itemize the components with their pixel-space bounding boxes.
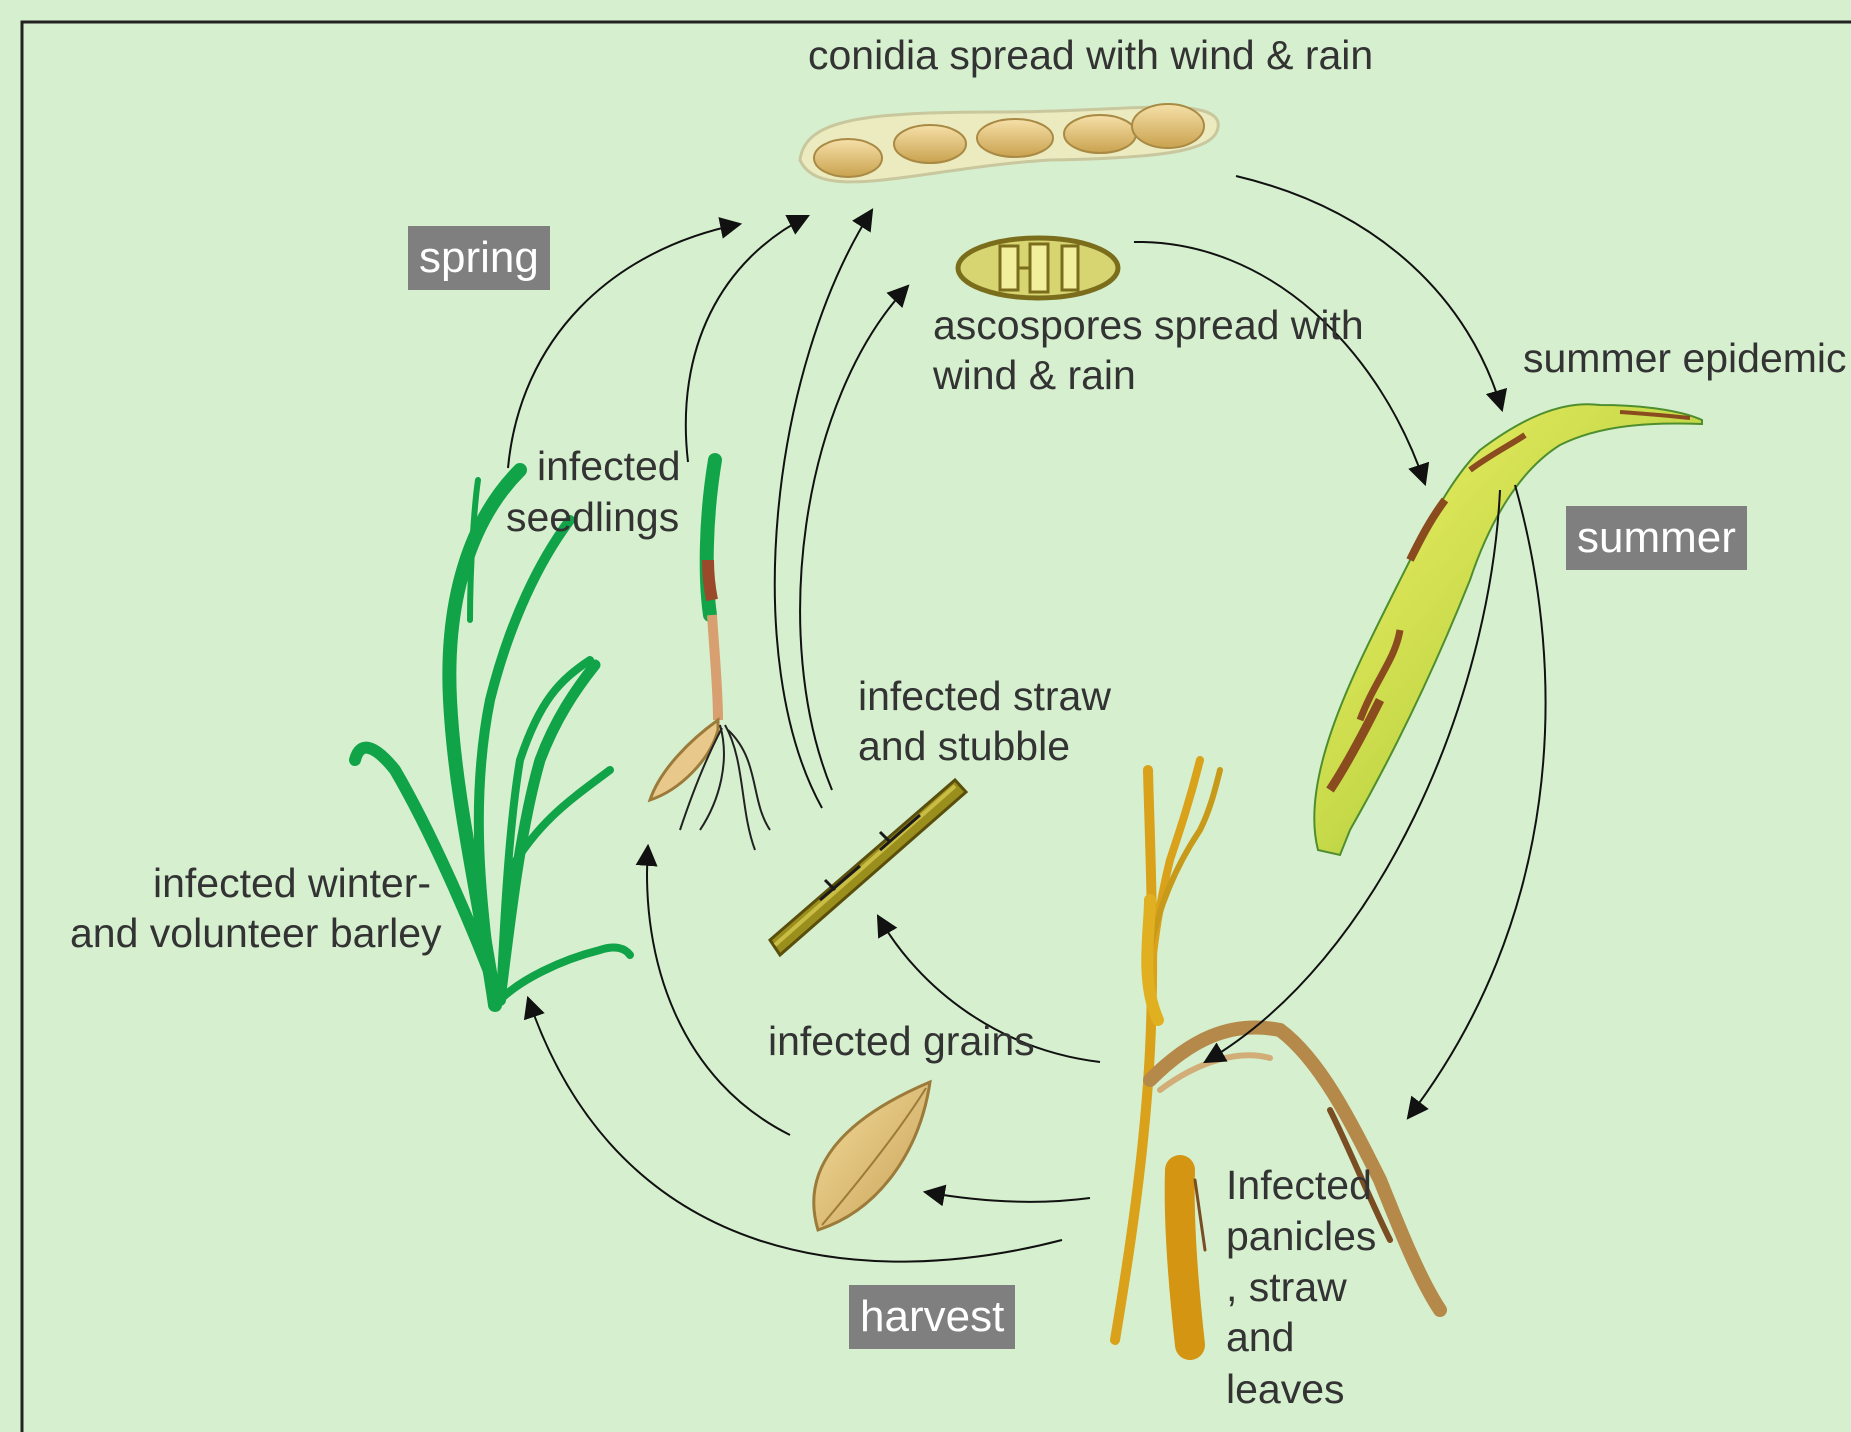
- grains-label: infected grains: [768, 1016, 1035, 1067]
- panicles-label-line2: panicles: [1226, 1211, 1376, 1262]
- straw-label-line1: infected straw: [858, 671, 1111, 722]
- panicles-label-line4: and: [1226, 1312, 1294, 1363]
- straw-label-line2: and stubble: [858, 721, 1070, 772]
- ascospore-illustration: [958, 238, 1118, 298]
- winter-barley-label-line1: infected winter-: [153, 858, 431, 909]
- arrow-grain-to-seedling: [647, 846, 790, 1135]
- panicles-label-line3: , straw: [1226, 1262, 1347, 1313]
- infected-leaf-illustration: [1314, 404, 1702, 855]
- panicles-label-line1: Infected: [1226, 1160, 1372, 1211]
- season-badge-spring: spring: [408, 226, 550, 290]
- ascospores-label-line1: ascospores spread with: [933, 300, 1364, 351]
- infected-grain-illustration: [814, 1082, 930, 1230]
- season-badge-summer: summer: [1566, 506, 1747, 570]
- ascospores-label-line2: wind & rain: [933, 350, 1136, 401]
- arrow-ascospores-to-summer: [1134, 242, 1425, 484]
- panicles-label-line5: leaves: [1226, 1364, 1345, 1415]
- infected-straw-illustration: [770, 780, 966, 955]
- summer-epidemic-label: summer epidemic: [1523, 333, 1847, 384]
- arrow-panicles-to-grain: [925, 1192, 1090, 1202]
- seedlings-label-line2: seedlings: [506, 492, 679, 543]
- seedlings-label-line1: infected: [537, 441, 681, 492]
- conidia-chain-illustration: [800, 104, 1218, 182]
- conidia-label: conidia spread with wind & rain: [808, 30, 1373, 81]
- winter-barley-label-line2: and volunteer barley: [70, 908, 442, 959]
- arrow-seedling-to-conidia: [686, 216, 808, 462]
- season-badge-harvest: harvest: [849, 1285, 1015, 1349]
